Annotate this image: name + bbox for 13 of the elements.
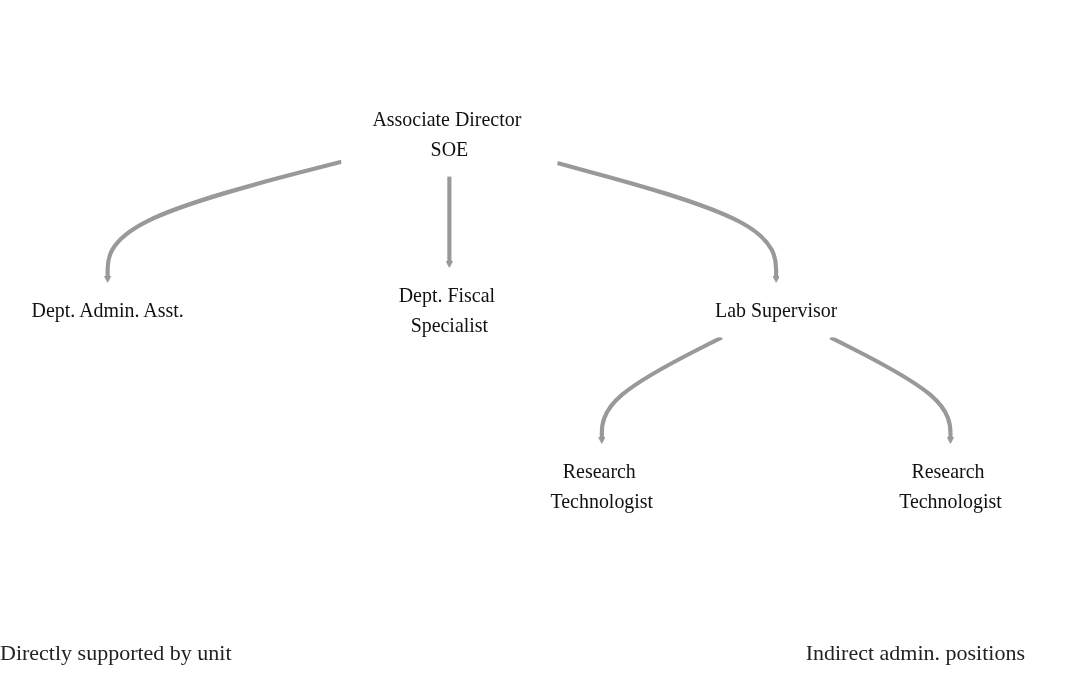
node-text: Dept. Fiscal Specialist: [398, 284, 496, 336]
arrow: [829, 335, 955, 444]
arrow: [445, 176, 453, 268]
note-text: Directly supported by unit: [0, 640, 232, 666]
arrow: [598, 335, 723, 444]
note-text: Indirect admin. positions: [805, 640, 1025, 666]
node-text: Research Technologist: [550, 460, 654, 512]
node-text: Lab Supervisor: [714, 299, 838, 321]
node-text: Dept. Admin. Asst.: [31, 299, 184, 321]
arrow: [104, 159, 342, 283]
node-text: Associate Director SOE: [372, 108, 522, 160]
arrow: [556, 161, 780, 283]
node-text: Research Technologist: [899, 460, 1002, 512]
